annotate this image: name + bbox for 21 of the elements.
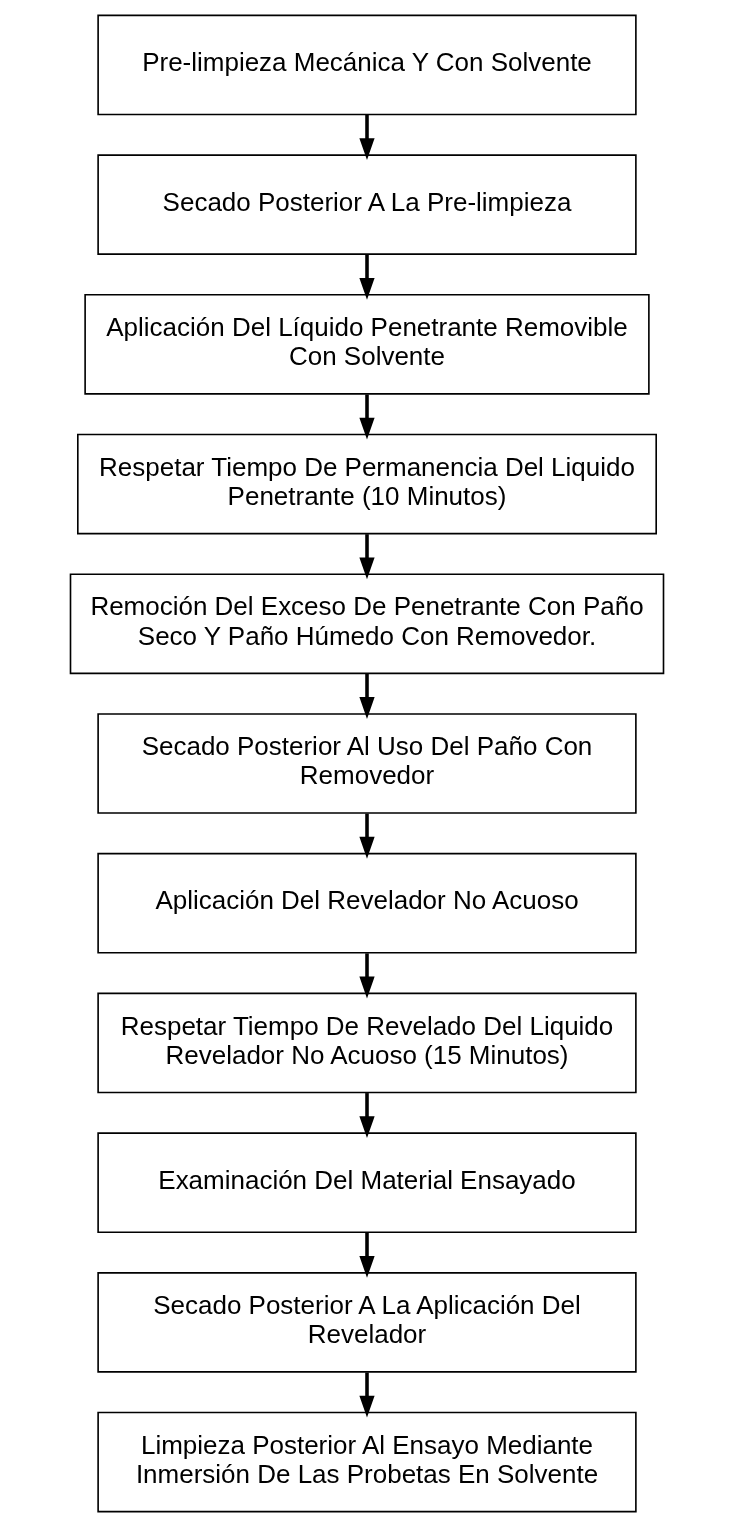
arrow — [358, 115, 375, 161]
node-box: Respetar Tiempo De Revelado Del Liquido Revelador No Acuoso (15 Minutos) — [96, 992, 637, 1094]
node-box: Secado Posterior Al Uso Del Paño Con Removedor — [96, 713, 637, 814]
arrow — [358, 1232, 375, 1278]
arrow — [358, 1372, 375, 1418]
node-box: Aplicación Del Líquido Penetrante Removible Con Solvente — [83, 293, 650, 395]
node-box: Aplicación Del Revelador No Acuoso — [96, 852, 637, 954]
node-box: Examinación Del Material Ensayado — [96, 1132, 637, 1234]
node-box: Secado Posterior A La Aplicación Del Revelador — [96, 1272, 637, 1373]
arrow — [358, 813, 375, 859]
node-box: Limpieza Posterior Al Ensayo Mediante Inmersión De Las Probetas En Solvente — [96, 1411, 637, 1513]
arrow — [358, 953, 375, 999]
arrow — [358, 534, 375, 580]
node-box: Pre-limpieza Mecánica Y Con Solvente — [96, 14, 637, 116]
node-box: Secado Posterior A La Pre-limpieza — [96, 154, 637, 255]
node-box: Respetar Tiempo De Permanencia Del Liquido Penetrante (10 Minutos) — [76, 433, 657, 535]
arrow — [358, 254, 375, 300]
arrow — [358, 673, 375, 719]
arrow — [358, 1093, 375, 1139]
node-box: Remoción Del Exceso De Penetrante Con Paño Seco Y Paño Húmedo Con Removedor. — [69, 573, 664, 675]
arrow — [358, 394, 375, 440]
